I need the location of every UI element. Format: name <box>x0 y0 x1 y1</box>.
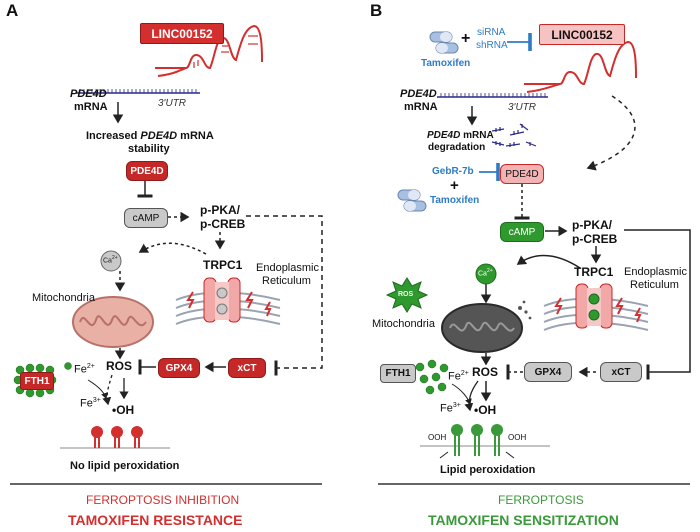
ros-label-b: ROS <box>472 365 499 379</box>
plus-sign-top: + <box>461 30 471 47</box>
xct-box-b: xCT <box>600 362 642 382</box>
trpc1-channel-b <box>575 283 613 329</box>
oh-radical-label-b: •OH <box>474 403 497 417</box>
lipid-bilayer-b <box>420 424 550 459</box>
ca-ion-label-b: Ca2+ <box>478 268 493 278</box>
fth1-box-a: FTH1 <box>20 372 54 390</box>
ferroptosis-label: FERROPTOSIS <box>498 493 584 507</box>
lincrna-ticks-a <box>193 35 258 68</box>
lightning-icon <box>554 297 563 315</box>
lipid-peroxidation-label: Lipid peroxidation <box>440 464 536 476</box>
fe3-label-b: Fe3+ <box>440 402 461 415</box>
lightning-icon <box>634 307 642 323</box>
linc00152-label-b: LINC00152 <box>539 24 625 45</box>
gpx4-box-a: GPX4 <box>158 358 200 378</box>
utr-label-b: 3'UTR <box>508 102 537 113</box>
ferroptosis-inhibition-label: FERROPTOSIS INHIBITION <box>86 493 240 507</box>
trpc1-label-a: TRPC1 <box>203 258 243 272</box>
shrna-label: shRNA <box>476 40 508 51</box>
lipid-bilayer-a <box>60 426 170 449</box>
fth1-box-b: FTH1 <box>380 364 416 383</box>
er-label-b-line1: Endoplasmic <box>624 266 687 278</box>
trpc1-label-b: TRPC1 <box>574 265 614 279</box>
fe3-label-a: Fe3+ <box>80 397 101 410</box>
tamoxifen-sensitization-label: TAMOXIFEN SENSITIZATION <box>428 512 619 528</box>
sirna-label: siRNA <box>477 27 506 38</box>
mrna-ticks-b <box>440 93 546 97</box>
er-label-b-line2: Reticulum <box>630 279 679 291</box>
gpx4-box-b: GPX4 <box>524 362 572 382</box>
increased-stability-line1: Increased PDE4D mRNA <box>86 130 214 142</box>
tamoxifen-label-mid: Tamoxifen <box>430 195 480 206</box>
tamoxifen-resistance-label: TAMOXIFEN RESISTANCE <box>68 512 243 528</box>
pcreb-label-b: p-CREB <box>572 232 618 246</box>
ros-burst-label: ROS <box>398 291 414 298</box>
pcreb-label-a: p-CREB <box>200 217 246 231</box>
pill-icon <box>429 31 459 54</box>
lightning-icon <box>615 297 624 315</box>
camp-box-b: cAMP <box>500 222 544 242</box>
ros-label-a: ROS <box>106 359 133 373</box>
pde4d-box-a: PDE4D <box>126 161 168 181</box>
lincrna-structure-b <box>524 40 637 93</box>
ros-burst-icon <box>385 277 429 313</box>
lightning-icon <box>186 291 195 309</box>
panel-label-a: A <box>6 1 19 20</box>
mitochondria-label-b: Mitochondria <box>372 318 435 330</box>
lightning-icon <box>264 301 272 317</box>
increased-stability-line2: stability <box>128 143 170 155</box>
degradation-line2: degradation <box>428 142 486 153</box>
mrna-ticks-a <box>79 89 197 93</box>
oh-radical-label-a: •OH <box>112 403 135 417</box>
trpc1-channel-a <box>203 277 241 323</box>
mitochondria-graphic-a <box>72 296 154 348</box>
xct-box-a: xCT <box>228 358 266 378</box>
er-label-a-line1: Endoplasmic <box>256 262 319 274</box>
mrna-label-a: mRNA <box>74 101 108 113</box>
camp-box-a: cAMP <box>124 208 168 228</box>
tamoxifen-label-top: Tamoxifen <box>421 58 471 69</box>
mrna-label-b: mRNA <box>404 101 438 113</box>
pde4d-gene-label-b: PDE4D <box>400 88 437 100</box>
free-iron-dots-b <box>415 359 449 395</box>
fe2-label-b: Fe2+ <box>448 370 469 383</box>
panel-label-b: B <box>370 1 383 20</box>
ppka-label-a: p-PKA/ <box>200 203 240 217</box>
utr-label-a: 3'UTR <box>158 98 187 109</box>
lightning-icon <box>245 291 254 309</box>
ppka-label-b: p-PKA/ <box>572 218 612 232</box>
pill-icon <box>397 189 427 212</box>
fe2-label-a: Fe2+ <box>74 363 95 376</box>
degradation-line1: PDE4D mRNA <box>427 130 494 141</box>
ca-ion-label-a: Ca2+ <box>103 255 118 265</box>
pde4d-box-b: PDE4D <box>500 164 544 184</box>
linc00152-label-a: LINC00152 <box>140 23 224 44</box>
mitochondria-label-a: Mitochondria <box>32 292 95 304</box>
plus-sign-mid: + <box>450 177 459 194</box>
pde4d-gene-label-a: PDE4D <box>70 88 107 100</box>
no-lipid-peroxidation-label: No lipid peroxidation <box>70 460 180 472</box>
er-label-a-line2: Reticulum <box>262 275 311 287</box>
mitochondria-graphic-b <box>441 300 532 353</box>
ooh-label-right: OOH <box>508 433 527 442</box>
gebr-7b-label: GebR-7b <box>432 166 474 177</box>
ooh-label-left: OOH <box>428 433 447 442</box>
mrna-fragments <box>491 123 537 147</box>
